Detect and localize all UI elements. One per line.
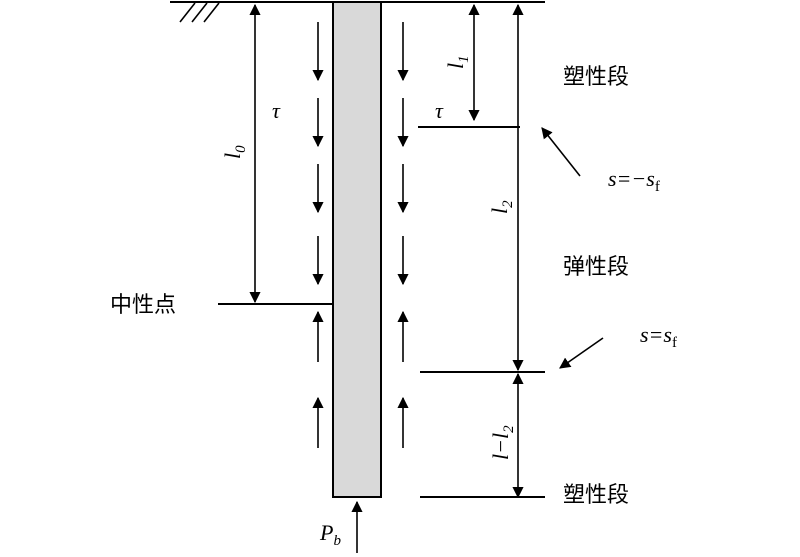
pile-body [332, 1, 382, 498]
s-pos-pointer-arrow [559, 337, 604, 369]
s-pos-label: s=sf [640, 322, 677, 351]
l1-label: l1 [443, 55, 472, 69]
neutral-point-label: 中性点 [110, 293, 176, 318]
plastic-segment-top-label: 塑性段 [563, 65, 629, 90]
l0-label: l0 [220, 145, 249, 159]
ground-hatch [179, 2, 220, 23]
l2-label: l2 [487, 200, 516, 214]
elastic-segment-label: 弹性段 [563, 255, 629, 280]
pb-label: Pb [319, 520, 341, 549]
tau-right-label: τ [435, 98, 444, 123]
plastic-segment-bottom-label: 塑性段 [563, 483, 629, 508]
s-neg-pointer-arrow [541, 127, 581, 177]
l-minus-l2-label: l−l2 [488, 425, 517, 460]
tau-left-label: τ [272, 98, 281, 123]
s-neg-label: s=−sf [608, 166, 660, 195]
